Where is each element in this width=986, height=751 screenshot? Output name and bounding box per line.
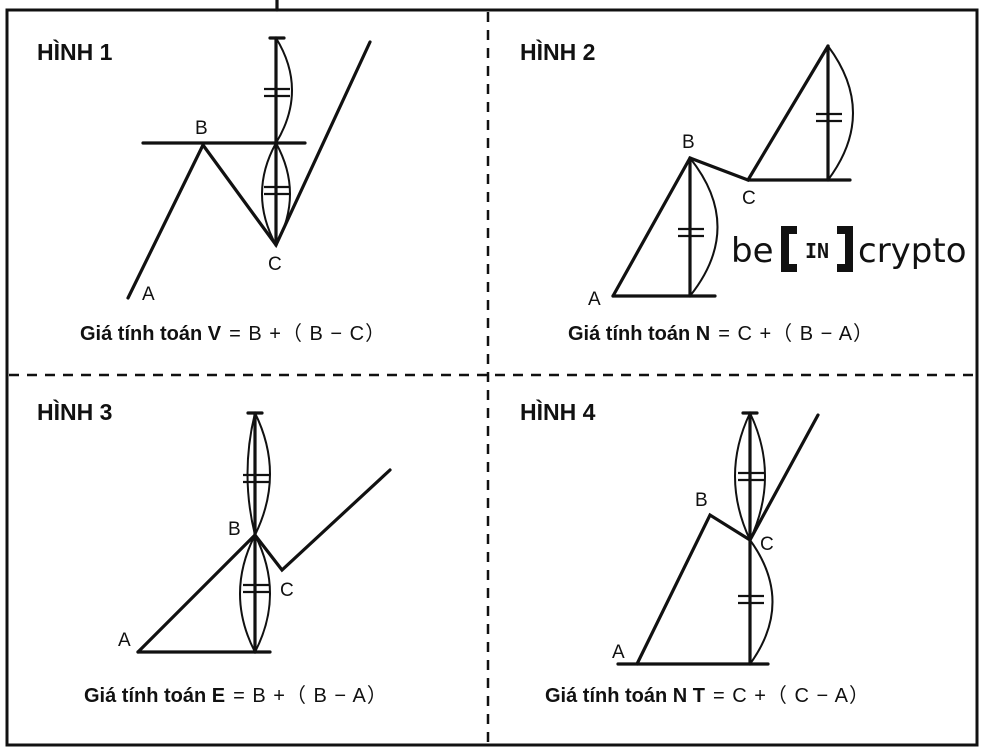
panel-3: HÌNH 3 B C A Giá tính toán E = B +（ B − A…	[37, 398, 392, 707]
formula: Giá tính toán N T = C +（ C − A）	[545, 684, 870, 707]
measure-arc	[689, 157, 719, 297]
point-b-label: B	[228, 519, 241, 540]
panel-title: HÌNH 2	[520, 38, 595, 65]
point-b-label: B	[195, 118, 208, 139]
measure-arc	[239, 534, 271, 655]
point-c-label: C	[742, 188, 756, 209]
logo-text: crypto	[858, 231, 967, 271]
panel-2: HÌNH 2 B C A Giá tính toán N = C +（ B − A…	[520, 38, 967, 345]
diagram-shape: = C +（ C − A）	[713, 684, 870, 707]
point-b-label: B	[695, 490, 708, 511]
outer-frame	[5, 8, 979, 747]
diagram-shape: = C +（ B − A）	[718, 322, 874, 345]
logo-text: IN	[805, 239, 829, 263]
becrypto-logo: be IN crypto	[731, 226, 967, 272]
formula: Giá tính toán N = C +（ B − A）	[568, 322, 874, 345]
formula: Giá tính toán V = B +（ B − C）	[80, 322, 386, 345]
panel-1: HÌNH 1 B C A Giá tính toán V = B +（ B − C…	[37, 36, 386, 345]
price-path	[126, 40, 372, 300]
price-path	[611, 44, 830, 298]
point-c-label: C	[268, 254, 282, 275]
diagram-shape	[781, 226, 789, 272]
diagram-shape	[837, 226, 853, 234]
diagram-shape	[837, 264, 853, 272]
point-a-label: A	[612, 642, 625, 663]
point-c-label: C	[760, 534, 774, 555]
diagram-shape	[781, 264, 797, 272]
price-path	[136, 468, 392, 654]
measure-arc	[749, 539, 774, 665]
price-path	[635, 413, 820, 666]
diagram-shape: = B +（ B − A）	[233, 684, 388, 707]
panel-4: HÌNH 4 B C A Giá tính toán N T = C +（ C −…	[520, 398, 870, 707]
diagram-shape	[781, 226, 797, 234]
panel-title: HÌNH 3	[37, 398, 112, 425]
formula: Giá tính toán E = B +（ B − A）	[84, 684, 388, 707]
diagram-shape: Giá tính toán E	[84, 685, 225, 707]
measure-arc	[261, 142, 291, 248]
diagram-shape: Giá tính toán V	[80, 323, 222, 345]
diagram-shape: Giá tính toán N T	[545, 685, 705, 707]
panel-title: HÌNH 4	[520, 398, 596, 425]
point-b-label: B	[682, 132, 695, 153]
diagram-shape	[845, 226, 853, 272]
diagram-shape: = B +（ B − C）	[229, 322, 386, 345]
point-a-label: A	[588, 289, 601, 310]
logo-text: be	[731, 231, 774, 271]
point-a-label: A	[142, 284, 155, 305]
point-a-label: A	[118, 630, 131, 651]
measure-arc	[827, 45, 854, 181]
measure-arc	[275, 37, 293, 144]
panel-title: HÌNH 1	[37, 38, 113, 65]
point-c-label: C	[280, 580, 294, 601]
diagram-shape: Giá tính toán N	[568, 323, 710, 345]
